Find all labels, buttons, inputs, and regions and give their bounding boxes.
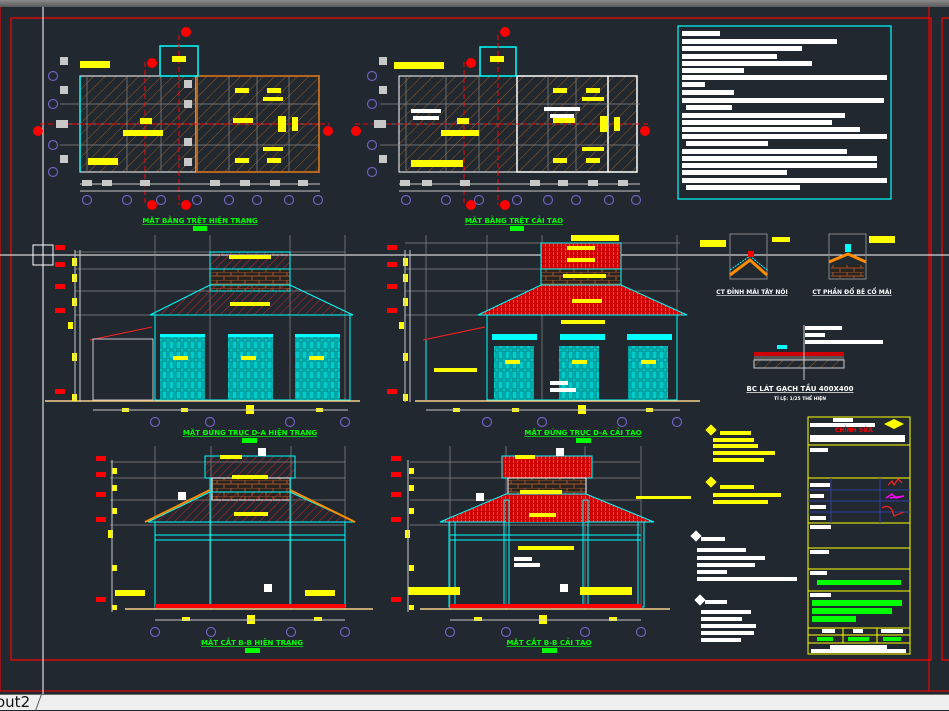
plan-renovated-scale	[510, 226, 524, 231]
company-logo-icon	[884, 419, 904, 429]
plan-renovated	[351, 27, 650, 210]
elevation-existing	[45, 235, 360, 428]
sheet-frame	[0, 7, 949, 692]
title-block-stamp: CHỈNH SỬA	[835, 426, 873, 434]
elevation-existing-title: MẶT ĐỨNG TRỤC D-A HIỆN TRẠNG	[183, 428, 317, 437]
legend-notes	[690, 424, 797, 642]
elevation-renovated-scale	[576, 438, 591, 443]
signature-2	[885, 493, 905, 499]
plan-existing-title: MẶT BẰNG TRỆT HIỆN TRẠNG	[142, 215, 258, 225]
signature-1	[887, 478, 903, 487]
section-renovated	[391, 446, 691, 638]
tab-separator	[35, 695, 42, 710]
title-block: CHỈNH SỬA	[807, 416, 911, 655]
elevation-renovated-title: MẶT ĐỨNG TRỤC D-A CẢI TẠO	[524, 427, 641, 437]
detail-eave	[828, 233, 895, 280]
cad-drawing: MẶT BẰNG TRỆT HIỆN TRẠNG	[0, 7, 949, 694]
plan-existing-scale	[193, 226, 207, 231]
signature-3	[881, 505, 905, 517]
section-existing-title: MẶT CẮT B-B HIỆN TRẠNG	[201, 637, 303, 647]
section-existing-scale	[245, 648, 260, 653]
detail-ridge	[700, 233, 790, 280]
window-top-bar	[0, 0, 949, 7]
layout-tab-bar: out2	[0, 693, 949, 711]
elevation-renovated	[387, 235, 700, 428]
layout-tab[interactable]: out2	[0, 693, 31, 711]
detail-floor-title: BC LÁT GẠCH TẦU 400X400	[747, 383, 854, 393]
section-existing	[96, 446, 373, 638]
detail-ridge-title: CT ĐỈNH MÁI TÂY NÓI	[716, 288, 787, 296]
elevation-existing-scale	[242, 438, 257, 443]
detail-eave-title: CT PHẦN ĐỔ BÊ CỔ MÁI	[812, 287, 891, 296]
crosshair-cursor	[0, 7, 949, 694]
detail-floor	[753, 325, 883, 380]
section-renovated-scale	[542, 648, 557, 653]
section-renovated-title: MẶT CẮT B-B CẢI TẠO	[506, 637, 591, 647]
drawing-canvas[interactable]: MẶT BẰNG TRỆT HIỆN TRẠNG	[0, 7, 949, 694]
general-notes-box	[677, 25, 892, 200]
plan-renovated-title: MẶT BẰNG TRỆT CẢI TẠO	[465, 215, 563, 225]
plan-existing	[33, 27, 333, 210]
detail-floor-scale: TỈ LỆ: 1/25 THỂ HIỆN	[774, 394, 826, 402]
